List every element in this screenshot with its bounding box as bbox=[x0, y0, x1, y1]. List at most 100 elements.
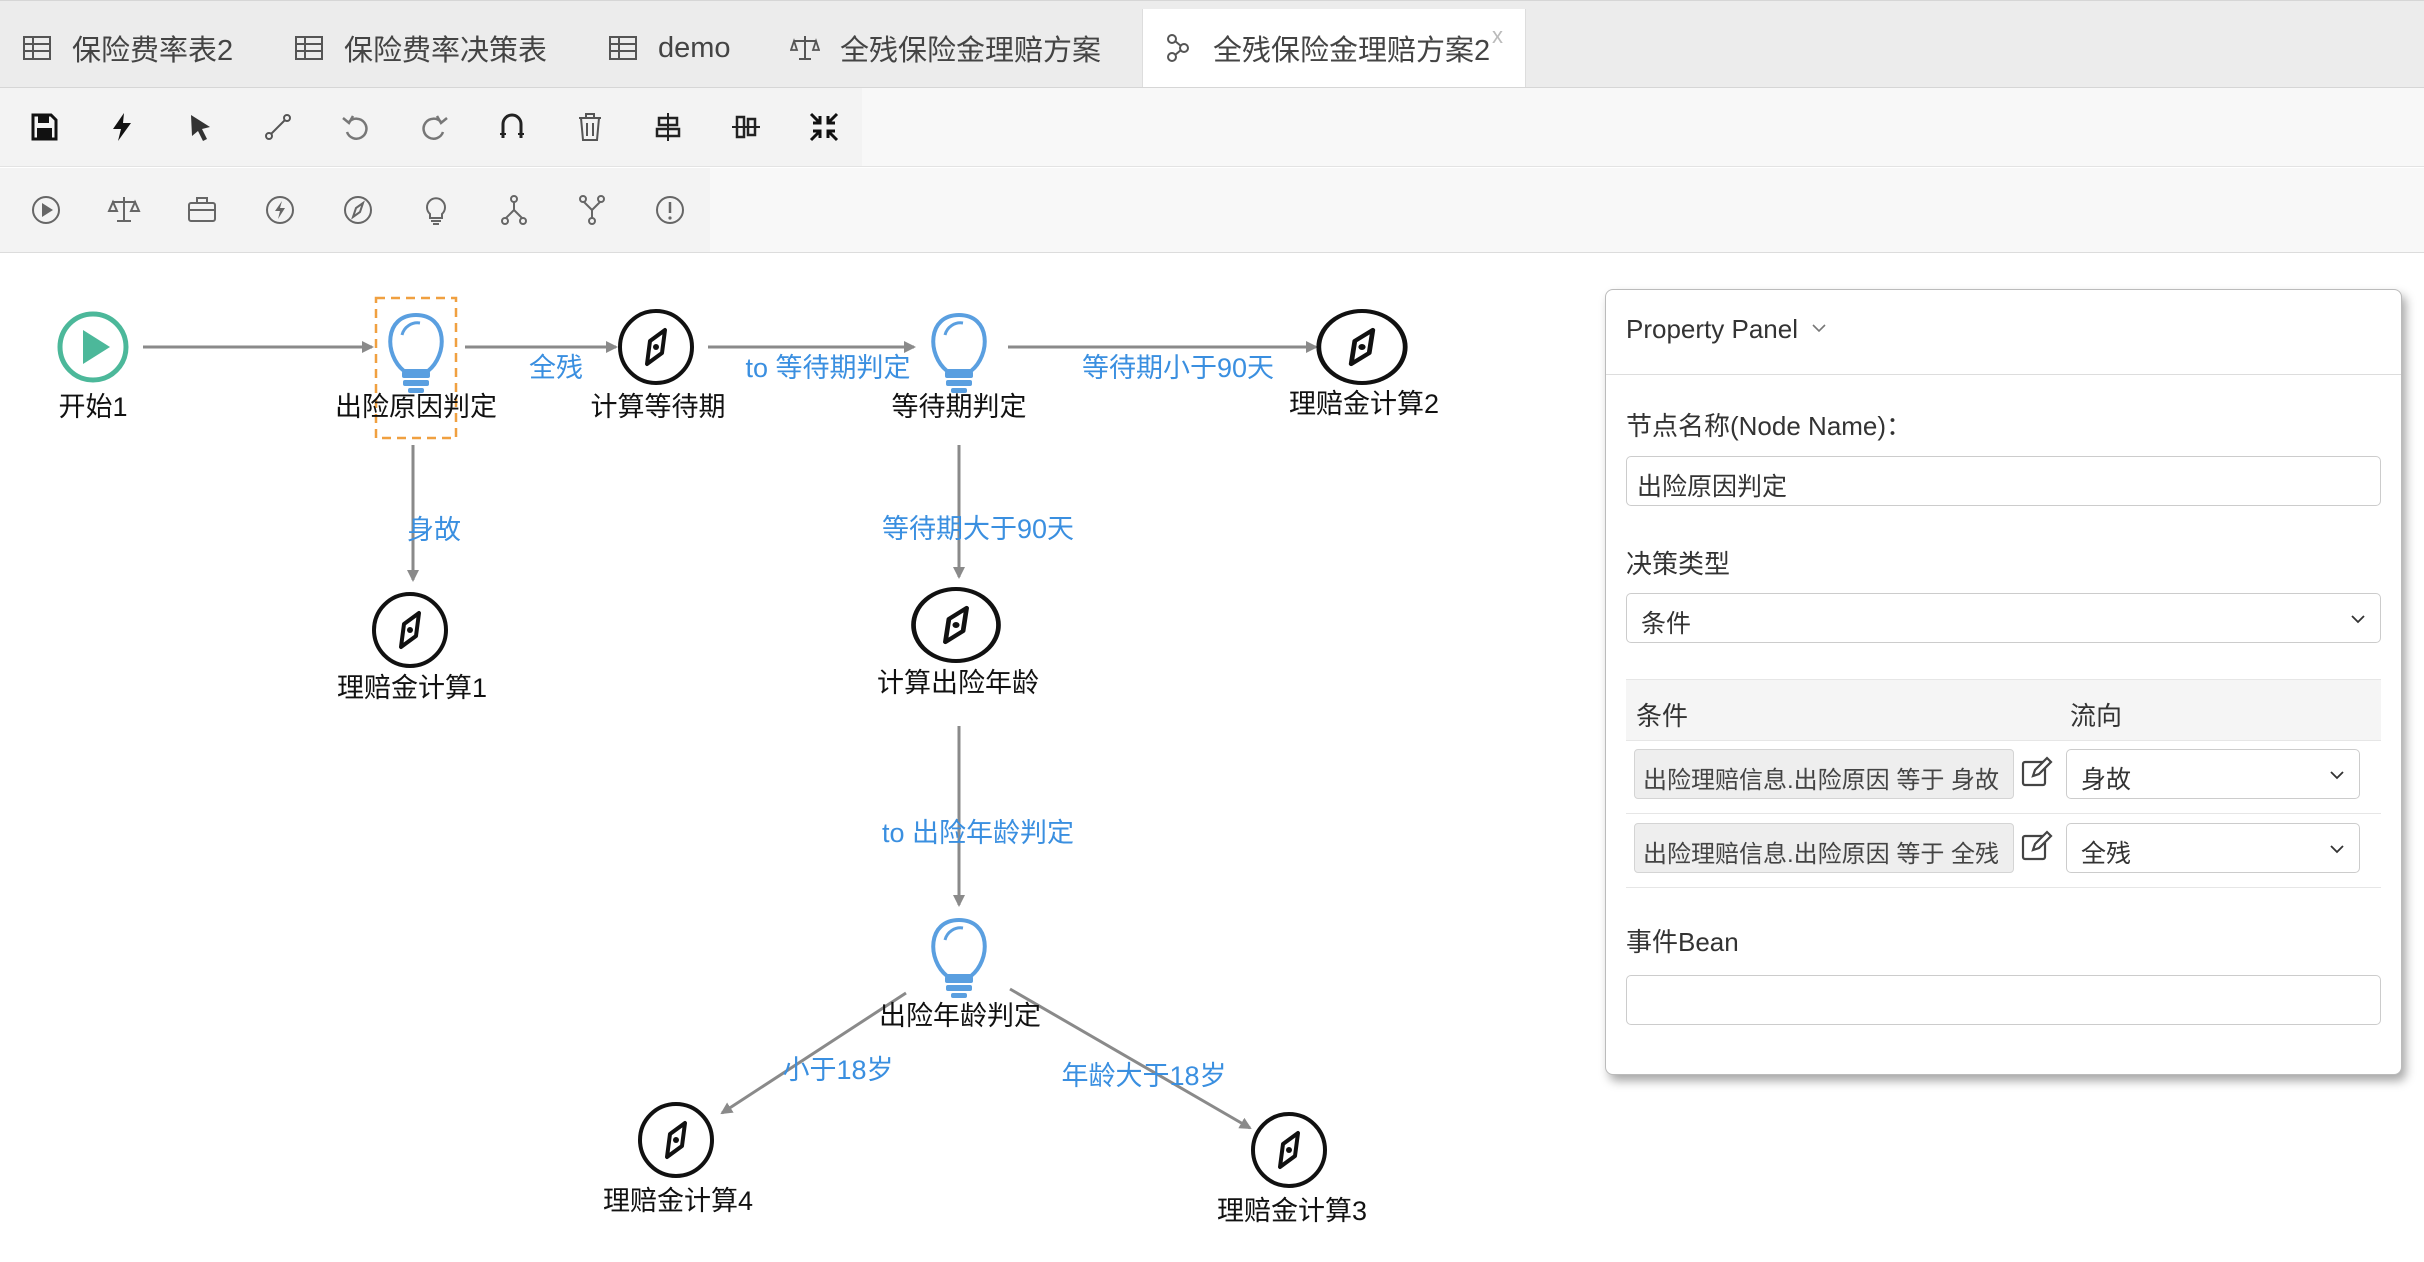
start-node-icon bbox=[32, 196, 60, 224]
decision-node-tool[interactable] bbox=[414, 188, 458, 232]
tab-label: 全残保险金理赔方案2 bbox=[1213, 35, 1491, 67]
action-node-tool[interactable] bbox=[180, 188, 224, 232]
tab-insurance-rate-decision-table[interactable]: 保险费率决策表 bbox=[294, 9, 584, 87]
run-button[interactable] bbox=[100, 105, 144, 149]
script-node-calc4[interactable]: 理赔金计算4 bbox=[603, 1102, 753, 1216]
fork-node-tool[interactable] bbox=[492, 188, 536, 232]
start-node-tool[interactable] bbox=[24, 188, 68, 232]
table-icon bbox=[23, 36, 51, 60]
bulb-icon bbox=[388, 313, 444, 395]
table-icon bbox=[295, 36, 323, 60]
script-node-wait[interactable]: 计算等待期 bbox=[591, 309, 726, 422]
join-node-tool[interactable] bbox=[570, 188, 614, 232]
edge-label[interactable]: to 出险年龄判定 bbox=[882, 818, 1074, 848]
event-bean-input[interactable] bbox=[1626, 975, 2381, 1025]
compass-icon bbox=[914, 589, 999, 661]
edit-icon[interactable] bbox=[2020, 829, 2054, 863]
select-tool-button[interactable] bbox=[178, 105, 222, 149]
decision-type-select[interactable]: 条件 bbox=[1626, 593, 2381, 643]
edge-label[interactable]: 等待期大于90天 bbox=[882, 514, 1074, 544]
decision-node-wait[interactable]: 等待期判定 bbox=[892, 313, 1027, 422]
edge-label[interactable]: 全残 bbox=[529, 353, 583, 383]
property-panel-header[interactable]: Property Panel bbox=[1606, 290, 2401, 375]
condition-expression[interactable]: 出险理赔信息.出险原因 等于 身故 bbox=[1634, 749, 2014, 799]
edge-label[interactable]: 身故 bbox=[407, 515, 461, 545]
col-direction-header: 流向 bbox=[2070, 701, 2123, 731]
flow-canvas[interactable]: 全残 to 等待期判定 等待期小于90天 身故 等待期大于90天 to 出险年龄… bbox=[0, 253, 2424, 1262]
edit-icon[interactable] bbox=[2020, 755, 2054, 789]
decision-table-node-tool[interactable] bbox=[102, 188, 146, 232]
briefcase-icon bbox=[188, 197, 216, 222]
selection-box bbox=[374, 296, 458, 440]
end-node-tool[interactable] bbox=[648, 188, 692, 232]
node-label: 计算出险年龄 bbox=[877, 668, 1039, 698]
node-label: 出险原因判定 bbox=[335, 392, 497, 422]
edge-agedecision-to-calc4[interactable] bbox=[720, 991, 907, 1115]
start-node[interactable]: 开始1 bbox=[57, 311, 129, 422]
node-name-label: 节点名称(Node Name)： bbox=[1626, 411, 1913, 441]
editor-toolbar bbox=[0, 88, 2424, 167]
edge-label[interactable]: 等待期小于90天 bbox=[1082, 353, 1274, 383]
compass-icon bbox=[372, 592, 448, 668]
edge-label[interactable]: 小于18岁 bbox=[782, 1055, 893, 1085]
script-node-tool[interactable] bbox=[336, 188, 380, 232]
align-middle-icon bbox=[732, 115, 760, 139]
node-label: 理赔金计算1 bbox=[337, 673, 487, 703]
align-middle-button[interactable] bbox=[724, 105, 768, 149]
script-node-calc3[interactable]: 理赔金计算3 bbox=[1217, 1112, 1367, 1226]
edge-agedecision-to-calc3[interactable] bbox=[1009, 987, 1252, 1130]
magnet-icon bbox=[500, 113, 524, 138]
bulb-icon bbox=[931, 918, 987, 1000]
edge-label[interactable]: 年龄大于18岁 bbox=[1061, 1061, 1226, 1091]
align-center-button[interactable] bbox=[646, 105, 690, 149]
tab-close-button[interactable]: x bbox=[1492, 23, 1503, 48]
col-condition-header: 条件 bbox=[1636, 701, 1689, 731]
tab-disability-claim-plan-2[interactable]: 全残保险金理赔方案2 x bbox=[1142, 9, 1526, 87]
table-icon bbox=[609, 36, 637, 60]
flow-diagram[interactable]: 全残 to 等待期判定 等待期小于90天 身故 等待期大于90天 to 出险年龄… bbox=[0, 253, 1600, 1262]
snap-button[interactable] bbox=[490, 105, 534, 149]
condition-table-header: 条件 流向 bbox=[1626, 679, 2381, 741]
fit-view-button[interactable] bbox=[802, 105, 846, 149]
decision-node-cause[interactable]: 出险原因判定 bbox=[335, 296, 497, 440]
undo-button[interactable] bbox=[334, 105, 378, 149]
join-icon bbox=[579, 195, 605, 225]
tab-label: 保险费率表2 bbox=[72, 35, 234, 67]
tab-disability-claim-plan[interactable]: 全残保险金理赔方案 bbox=[790, 9, 1130, 87]
connection-tool-button[interactable] bbox=[256, 105, 300, 149]
rule-node-tool[interactable] bbox=[258, 188, 302, 232]
connection-icon bbox=[265, 114, 291, 140]
redo-icon bbox=[422, 115, 448, 140]
direction-select[interactable]: 全残 bbox=[2066, 823, 2360, 873]
table-row: 出险理赔信息.出险原因 等于 全残 全残 bbox=[1626, 813, 2381, 888]
save-button[interactable] bbox=[22, 105, 66, 149]
chevron-down-icon bbox=[2351, 615, 2365, 624]
delete-button[interactable] bbox=[568, 105, 612, 149]
condition-expression[interactable]: 出险理赔信息.出险原因 等于 全残 bbox=[1634, 823, 2014, 873]
script-node-calc2[interactable]: 理赔金计算2 bbox=[1289, 311, 1439, 419]
script-node-age[interactable]: 计算出险年龄 bbox=[877, 589, 1039, 698]
scale-icon bbox=[790, 36, 820, 60]
script-node-calc1[interactable]: 理赔金计算1 bbox=[337, 592, 487, 703]
event-bean-label: 事件Bean bbox=[1626, 927, 1739, 957]
node-label: 理赔金计算3 bbox=[1217, 1196, 1367, 1226]
node-palette bbox=[0, 168, 2424, 253]
redo-button[interactable] bbox=[412, 105, 456, 149]
tab-label: demo bbox=[658, 31, 731, 64]
property-panel-title: Property Panel bbox=[1626, 314, 1798, 344]
compass-icon bbox=[1251, 1112, 1327, 1188]
direction-select[interactable]: 身故 bbox=[2066, 749, 2360, 799]
decision-node-age[interactable]: 出险年龄判定 bbox=[879, 918, 1041, 1031]
edge-label[interactable]: to 等待期判定 bbox=[745, 353, 910, 383]
bulb-icon bbox=[931, 313, 987, 395]
tab-insurance-rate-table-2[interactable]: 保险费率表2 bbox=[22, 9, 262, 87]
alert-icon bbox=[656, 196, 684, 224]
save-icon bbox=[31, 113, 58, 141]
chevron-down-icon[interactable] bbox=[1811, 320, 1827, 336]
node-label: 理赔金计算2 bbox=[1289, 389, 1439, 419]
direction-value: 身故 bbox=[2081, 766, 2132, 794]
chevron-down-icon bbox=[2330, 771, 2344, 780]
tab-demo[interactable]: demo bbox=[608, 9, 758, 87]
node-name-input[interactable]: 出险原因判定 bbox=[1626, 456, 2381, 506]
tab-label: 保险费率决策表 bbox=[344, 35, 548, 67]
